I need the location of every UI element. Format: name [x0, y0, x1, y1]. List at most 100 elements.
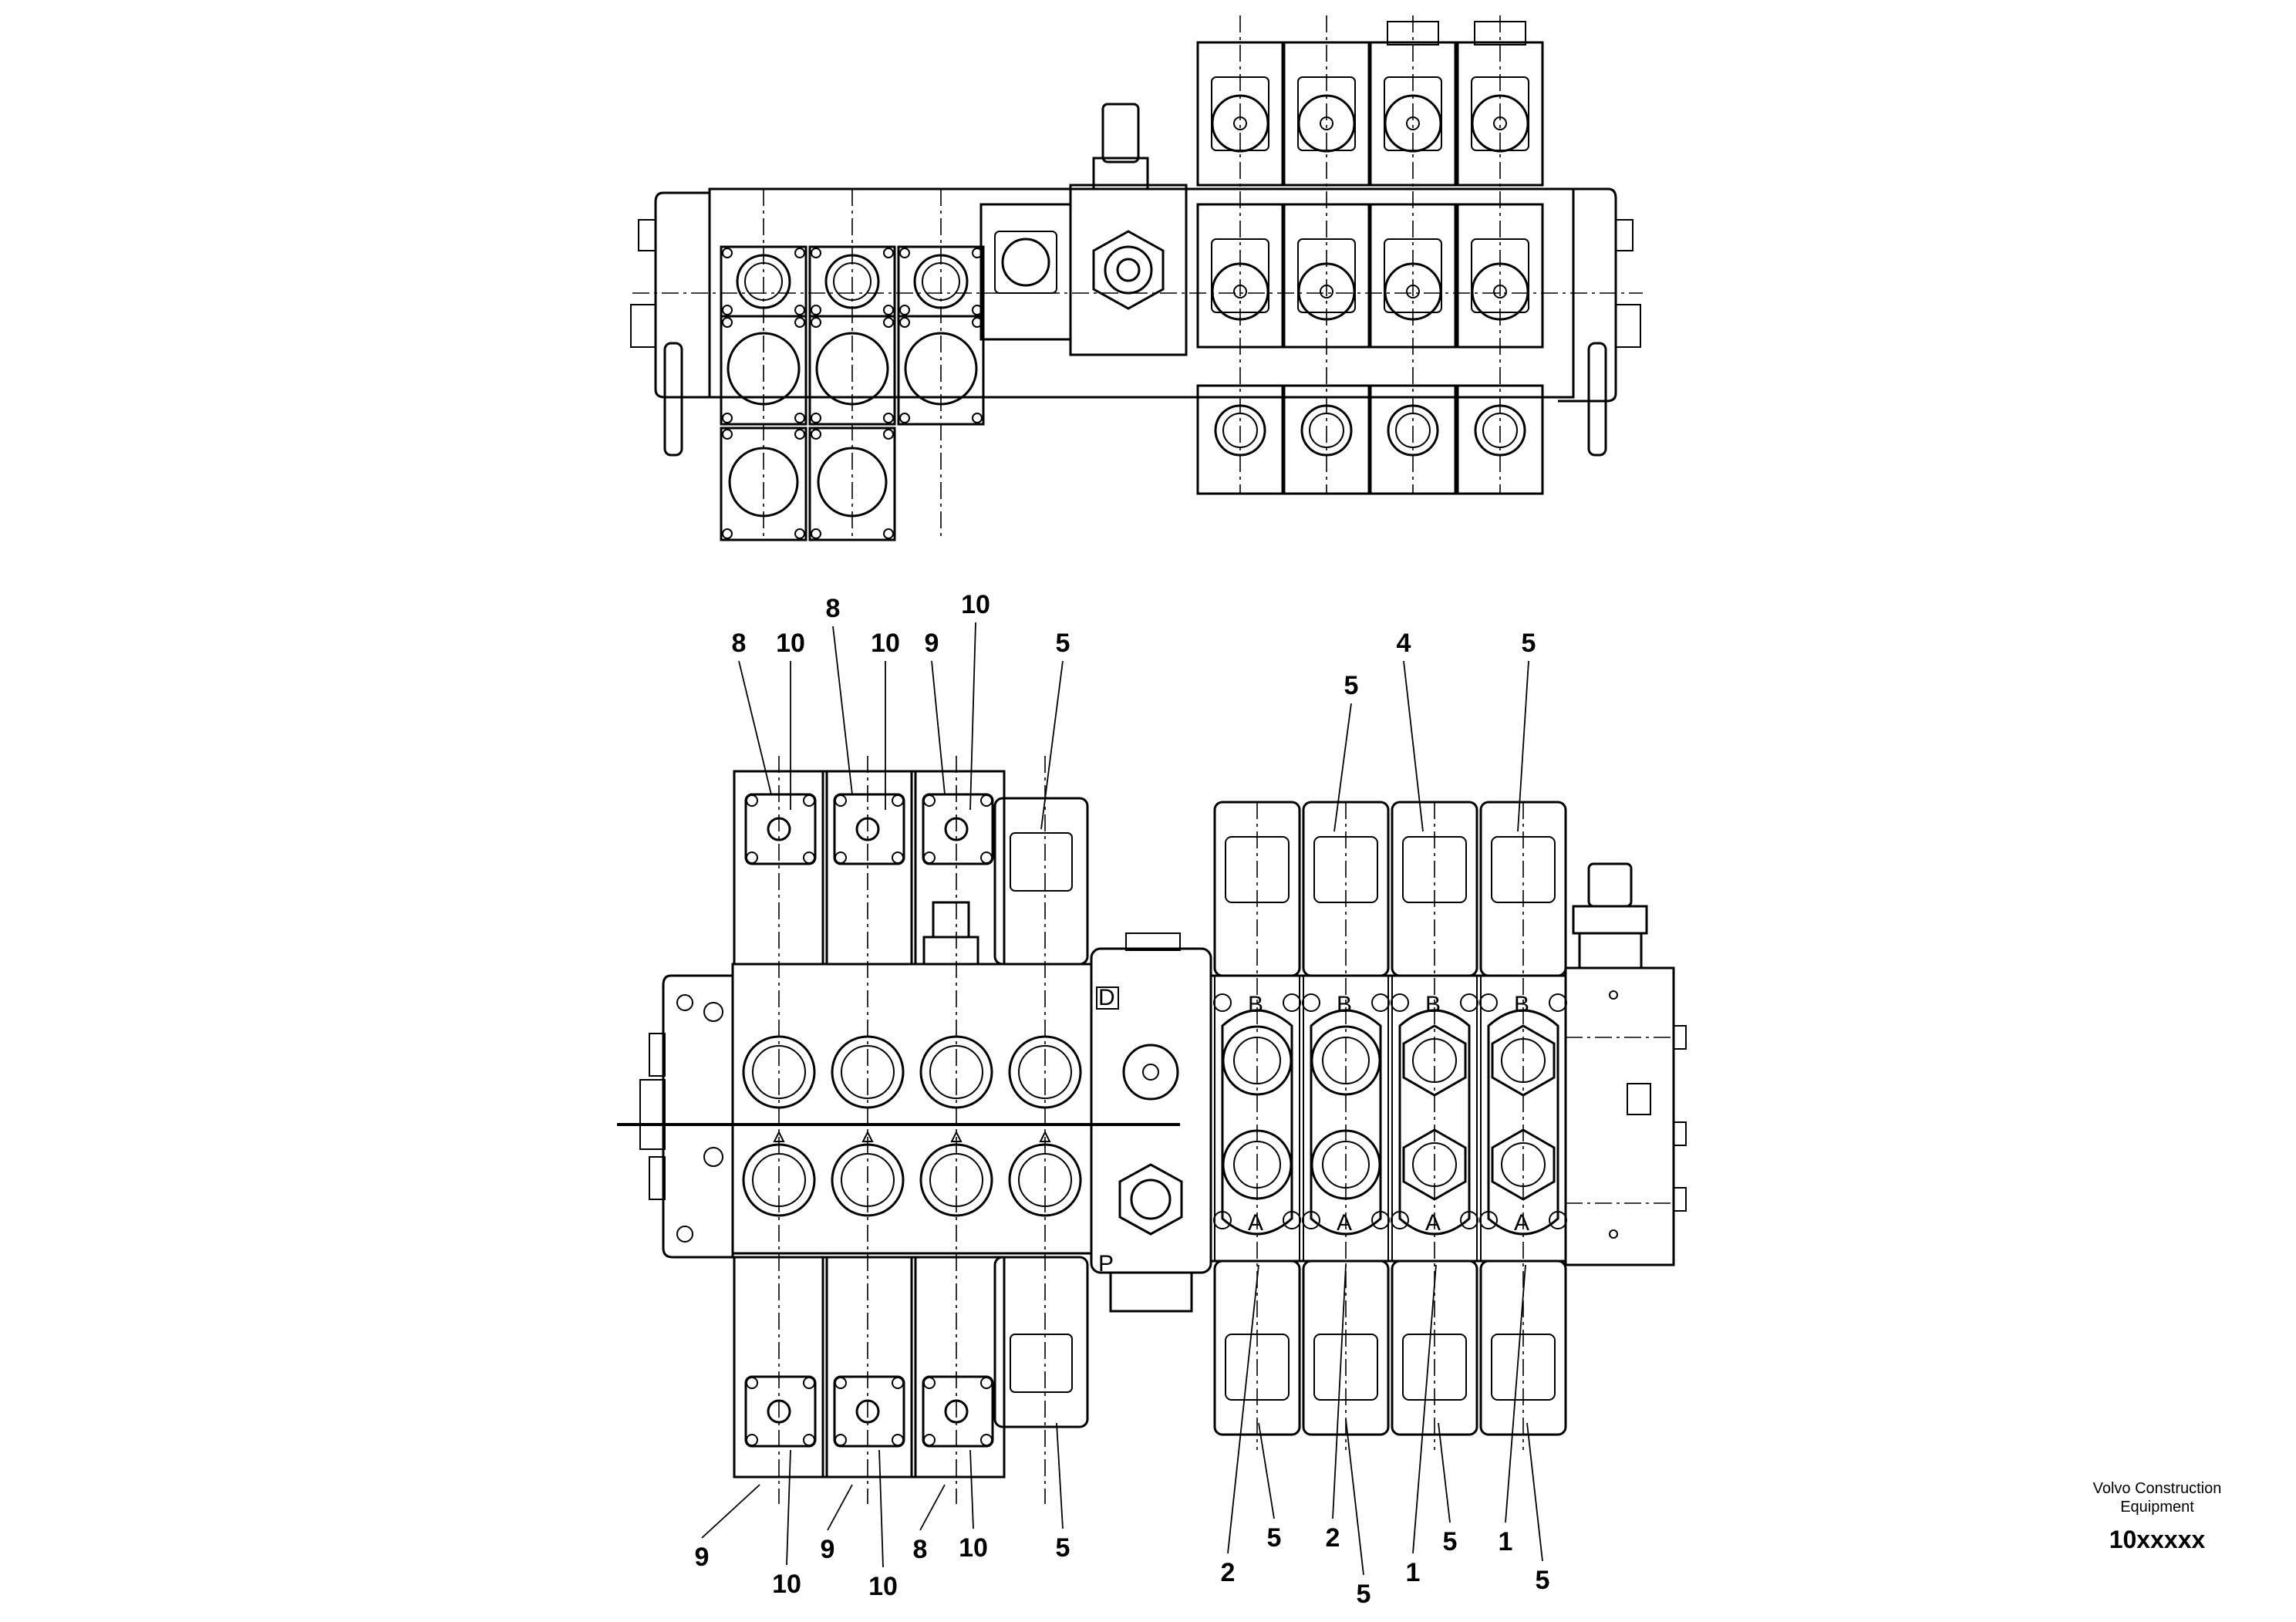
hex-plug [1402, 1128, 1467, 1201]
port-circle-a [1222, 1129, 1293, 1200]
top-view-right-coil-stacks [1196, 15, 1544, 495]
callout-leader [878, 1449, 884, 1568]
callout-leader [1332, 1264, 1347, 1519]
callout-leader [1505, 1264, 1526, 1523]
callout-label: 5 [1357, 1580, 1371, 1609]
callout-label: 5 [1344, 671, 1359, 700]
top-view-right-endcap [1558, 187, 1617, 403]
port-label-a: A [1337, 1210, 1352, 1236]
callout-label: 10 [772, 1570, 801, 1599]
callout-leader [1056, 1422, 1064, 1529]
port-circle-b [1222, 1025, 1293, 1096]
top-view [630, 15, 1643, 541]
solenoid-head-upper [821, 770, 917, 966]
callout-leader [1438, 1422, 1451, 1523]
callout-leader [969, 622, 976, 811]
callout-label: 5 [1536, 1566, 1550, 1595]
callout-label: 1 [1406, 1558, 1421, 1587]
brand-line-1: Volvo Construction [2092, 1480, 2222, 1497]
front-view-left-endcap [662, 974, 734, 1259]
top-coil-middle [1369, 203, 1457, 349]
callout-leader [827, 1484, 853, 1531]
port-circle-upper [1008, 1035, 1082, 1109]
callout-leader [1403, 660, 1424, 832]
port-label-a: A [1425, 1210, 1441, 1236]
top-solenoid-bottom [720, 427, 807, 541]
callout-label: 10 [868, 1572, 898, 1601]
callout-leader [969, 1449, 974, 1529]
top-solenoid-lower [808, 315, 896, 426]
drawing-number: 10xxxxx [2109, 1526, 2206, 1553]
callout-leader [1333, 703, 1352, 832]
callout-label: 10 [776, 629, 805, 658]
callout-label: 9 [695, 1543, 710, 1572]
callout-label: 8 [913, 1535, 928, 1564]
top-view-left-endcap [654, 191, 710, 399]
callout-leader [832, 626, 853, 795]
port-label-b: B [1425, 992, 1441, 1017]
callout-label: 10 [871, 629, 900, 658]
hex-plug [1491, 1024, 1556, 1097]
top-coil-lower [1369, 384, 1457, 495]
top-coil-upper [1283, 41, 1371, 187]
top-coil-upper [1456, 41, 1544, 187]
callout-leader [1227, 1264, 1259, 1554]
hex-plug [1402, 1024, 1467, 1097]
solenoid-head-upper [910, 770, 1006, 966]
callout-label: 5 [1443, 1527, 1458, 1556]
front-view-right-endblock [1564, 966, 1675, 1266]
callout-label: 8 [826, 594, 841, 623]
port-label-d: D [1098, 985, 1115, 1010]
callout-label: 10 [959, 1533, 988, 1563]
top-coil-upper [1369, 41, 1457, 187]
top-solenoid-bottom [808, 427, 896, 541]
port-label-p: P [1098, 1251, 1114, 1276]
top-solenoid-lower [897, 315, 985, 426]
callout-leader [1040, 660, 1064, 830]
callout-leader [1526, 1422, 1543, 1562]
port-label-b: B [1337, 992, 1352, 1017]
callout-leader [701, 1484, 760, 1539]
callout-label: 9 [925, 629, 939, 658]
port-circle-lower [919, 1143, 993, 1217]
brand-line-2: Equipment [2120, 1499, 2194, 1516]
solenoid-head-upper [733, 770, 828, 966]
callout-label: 4 [1397, 629, 1411, 658]
callout-leader [931, 660, 946, 795]
top-solenoid-lower [720, 315, 807, 426]
callout-leader [1517, 660, 1529, 832]
callout-label: 10 [961, 590, 990, 619]
front-view-left-block [731, 963, 1093, 1255]
top-coil-lower [1283, 384, 1371, 495]
callout-leader [1412, 1264, 1437, 1554]
port-label-a: A [1248, 1210, 1263, 1236]
callout-leader [1258, 1422, 1275, 1519]
port-circle-upper [919, 1035, 993, 1109]
solenoid-head-lower [910, 1256, 1006, 1479]
coil-upper [993, 797, 1089, 966]
callout-label: 8 [732, 629, 747, 658]
port-label-b: B [1514, 992, 1529, 1017]
port-circle-upper [742, 1035, 816, 1109]
callout-label: 5 [1522, 629, 1536, 658]
callout-leader [1345, 1418, 1364, 1576]
top-view-left-solenoids [720, 189, 985, 541]
callout-leader [919, 1484, 946, 1531]
callout-label: 1 [1499, 1527, 1513, 1556]
top-coil-middle [1283, 203, 1371, 349]
port-label-b: B [1248, 992, 1263, 1017]
callout-label: 9 [821, 1535, 835, 1564]
port-circle-lower [1008, 1143, 1082, 1217]
top-coil-middle [1456, 203, 1544, 349]
callout-label: 5 [1056, 1533, 1070, 1563]
hex-plug [1491, 1128, 1556, 1201]
port-circle-lower [831, 1143, 905, 1217]
coil-lower [993, 1256, 1089, 1428]
solenoid-head-lower [733, 1256, 828, 1479]
callout-label: 5 [1056, 629, 1070, 658]
port-circle-b [1310, 1025, 1381, 1096]
solenoid-head-lower [821, 1256, 917, 1479]
